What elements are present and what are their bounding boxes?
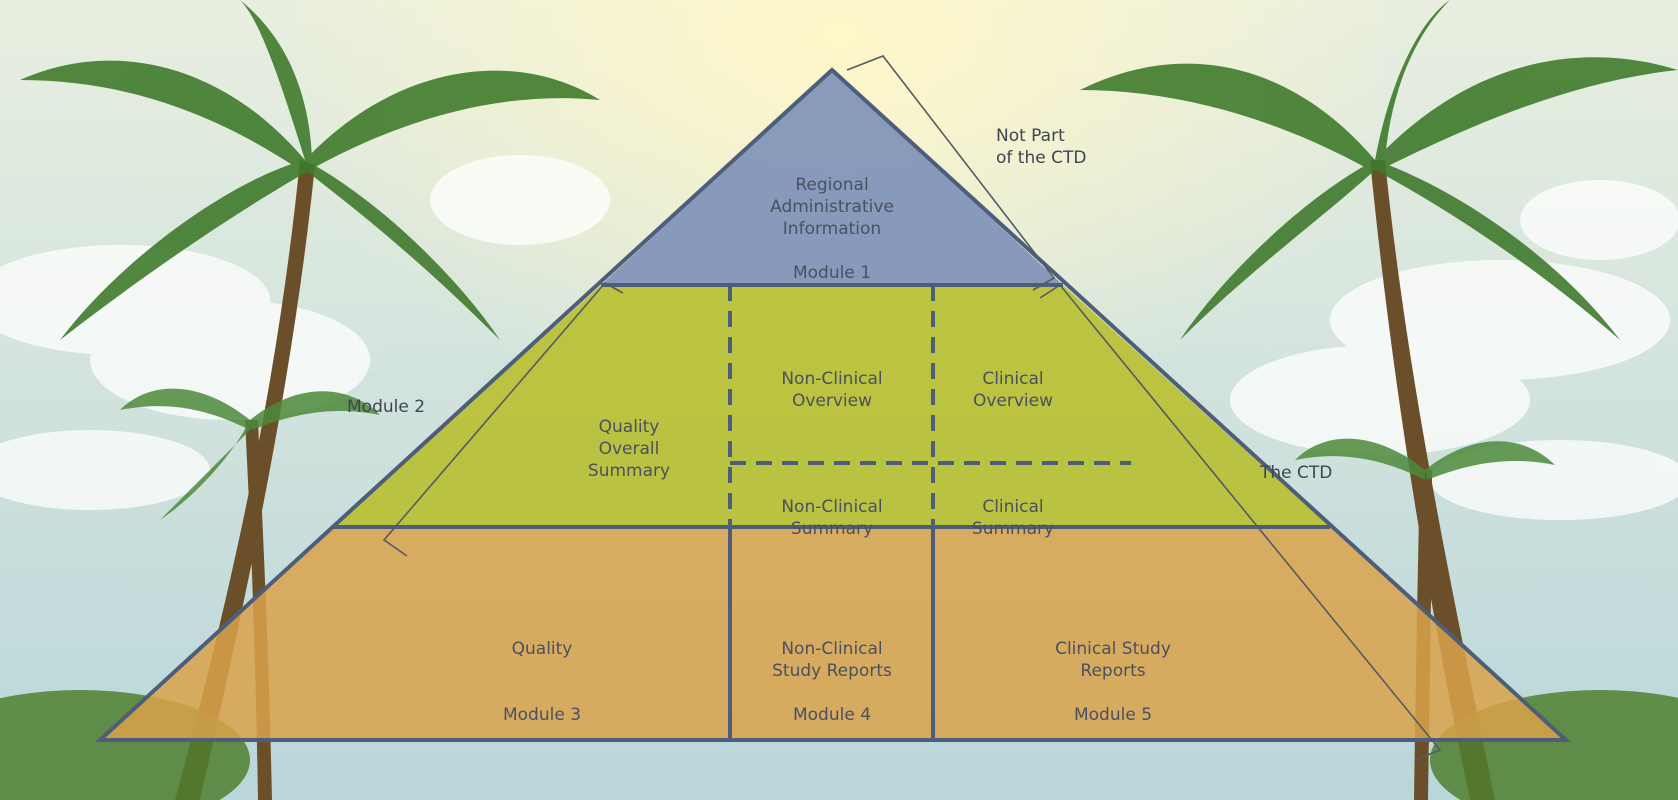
quality-overall-summary-line1: Quality [599,417,660,437]
clinical-overview-line2: Overview [973,391,1053,411]
quality-label: Quality [512,639,573,659]
bracket-module-2 [382,281,624,557]
pyramid-tier-middle [333,285,1330,527]
nonclinical-summary-line2: Summary [791,519,873,539]
nonclinical-reports-line1: Non-Clinical [781,639,882,659]
nonclinical-reports-line2: Study Reports [772,661,892,681]
module-3-label: Module 3 [503,705,581,725]
bracket-the-ctd [1039,283,1442,761]
clinical-reports-line1: Clinical Study [1055,639,1171,659]
bracket-not-part-of-ctd [846,55,1056,291]
regional-admin-info-line1: Regional [795,175,868,195]
label-module-2: Module 2 [347,397,425,417]
clinical-summary-line1: Clinical [982,497,1043,517]
palm-tree-right [1080,0,1678,800]
pyramid-tier-bottom [100,527,1566,740]
nonclinical-summary-line1: Non-Clinical [781,497,882,517]
regional-admin-info-line2: Administrative [770,197,894,217]
label-not-part-of-ctd-line2: of the CTD [996,148,1086,168]
label-not-part-of-ctd-line1: Not Part [996,126,1065,146]
label-the-ctd: The CTD [1259,463,1332,483]
pyramid-tier-top [601,70,1063,285]
palm-tree-left [20,0,600,800]
quality-overall-summary-line3: Summary [588,461,670,481]
pyramid-outline [94,67,1572,742]
clinical-overview-line1: Clinical [982,369,1043,389]
quality-overall-summary-line2: Overall [599,439,660,459]
module-5-label: Module 5 [1074,705,1152,725]
nonclinical-overview-line1: Non-Clinical [781,369,882,389]
regional-admin-info-line3: Information [783,219,881,239]
module-4-label: Module 4 [793,705,871,725]
clinical-reports-line2: Reports [1080,661,1145,681]
module-1-label: Module 1 [793,263,871,283]
clinical-summary-line2: Summary [972,519,1054,539]
nonclinical-overview-line2: Overview [792,391,872,411]
